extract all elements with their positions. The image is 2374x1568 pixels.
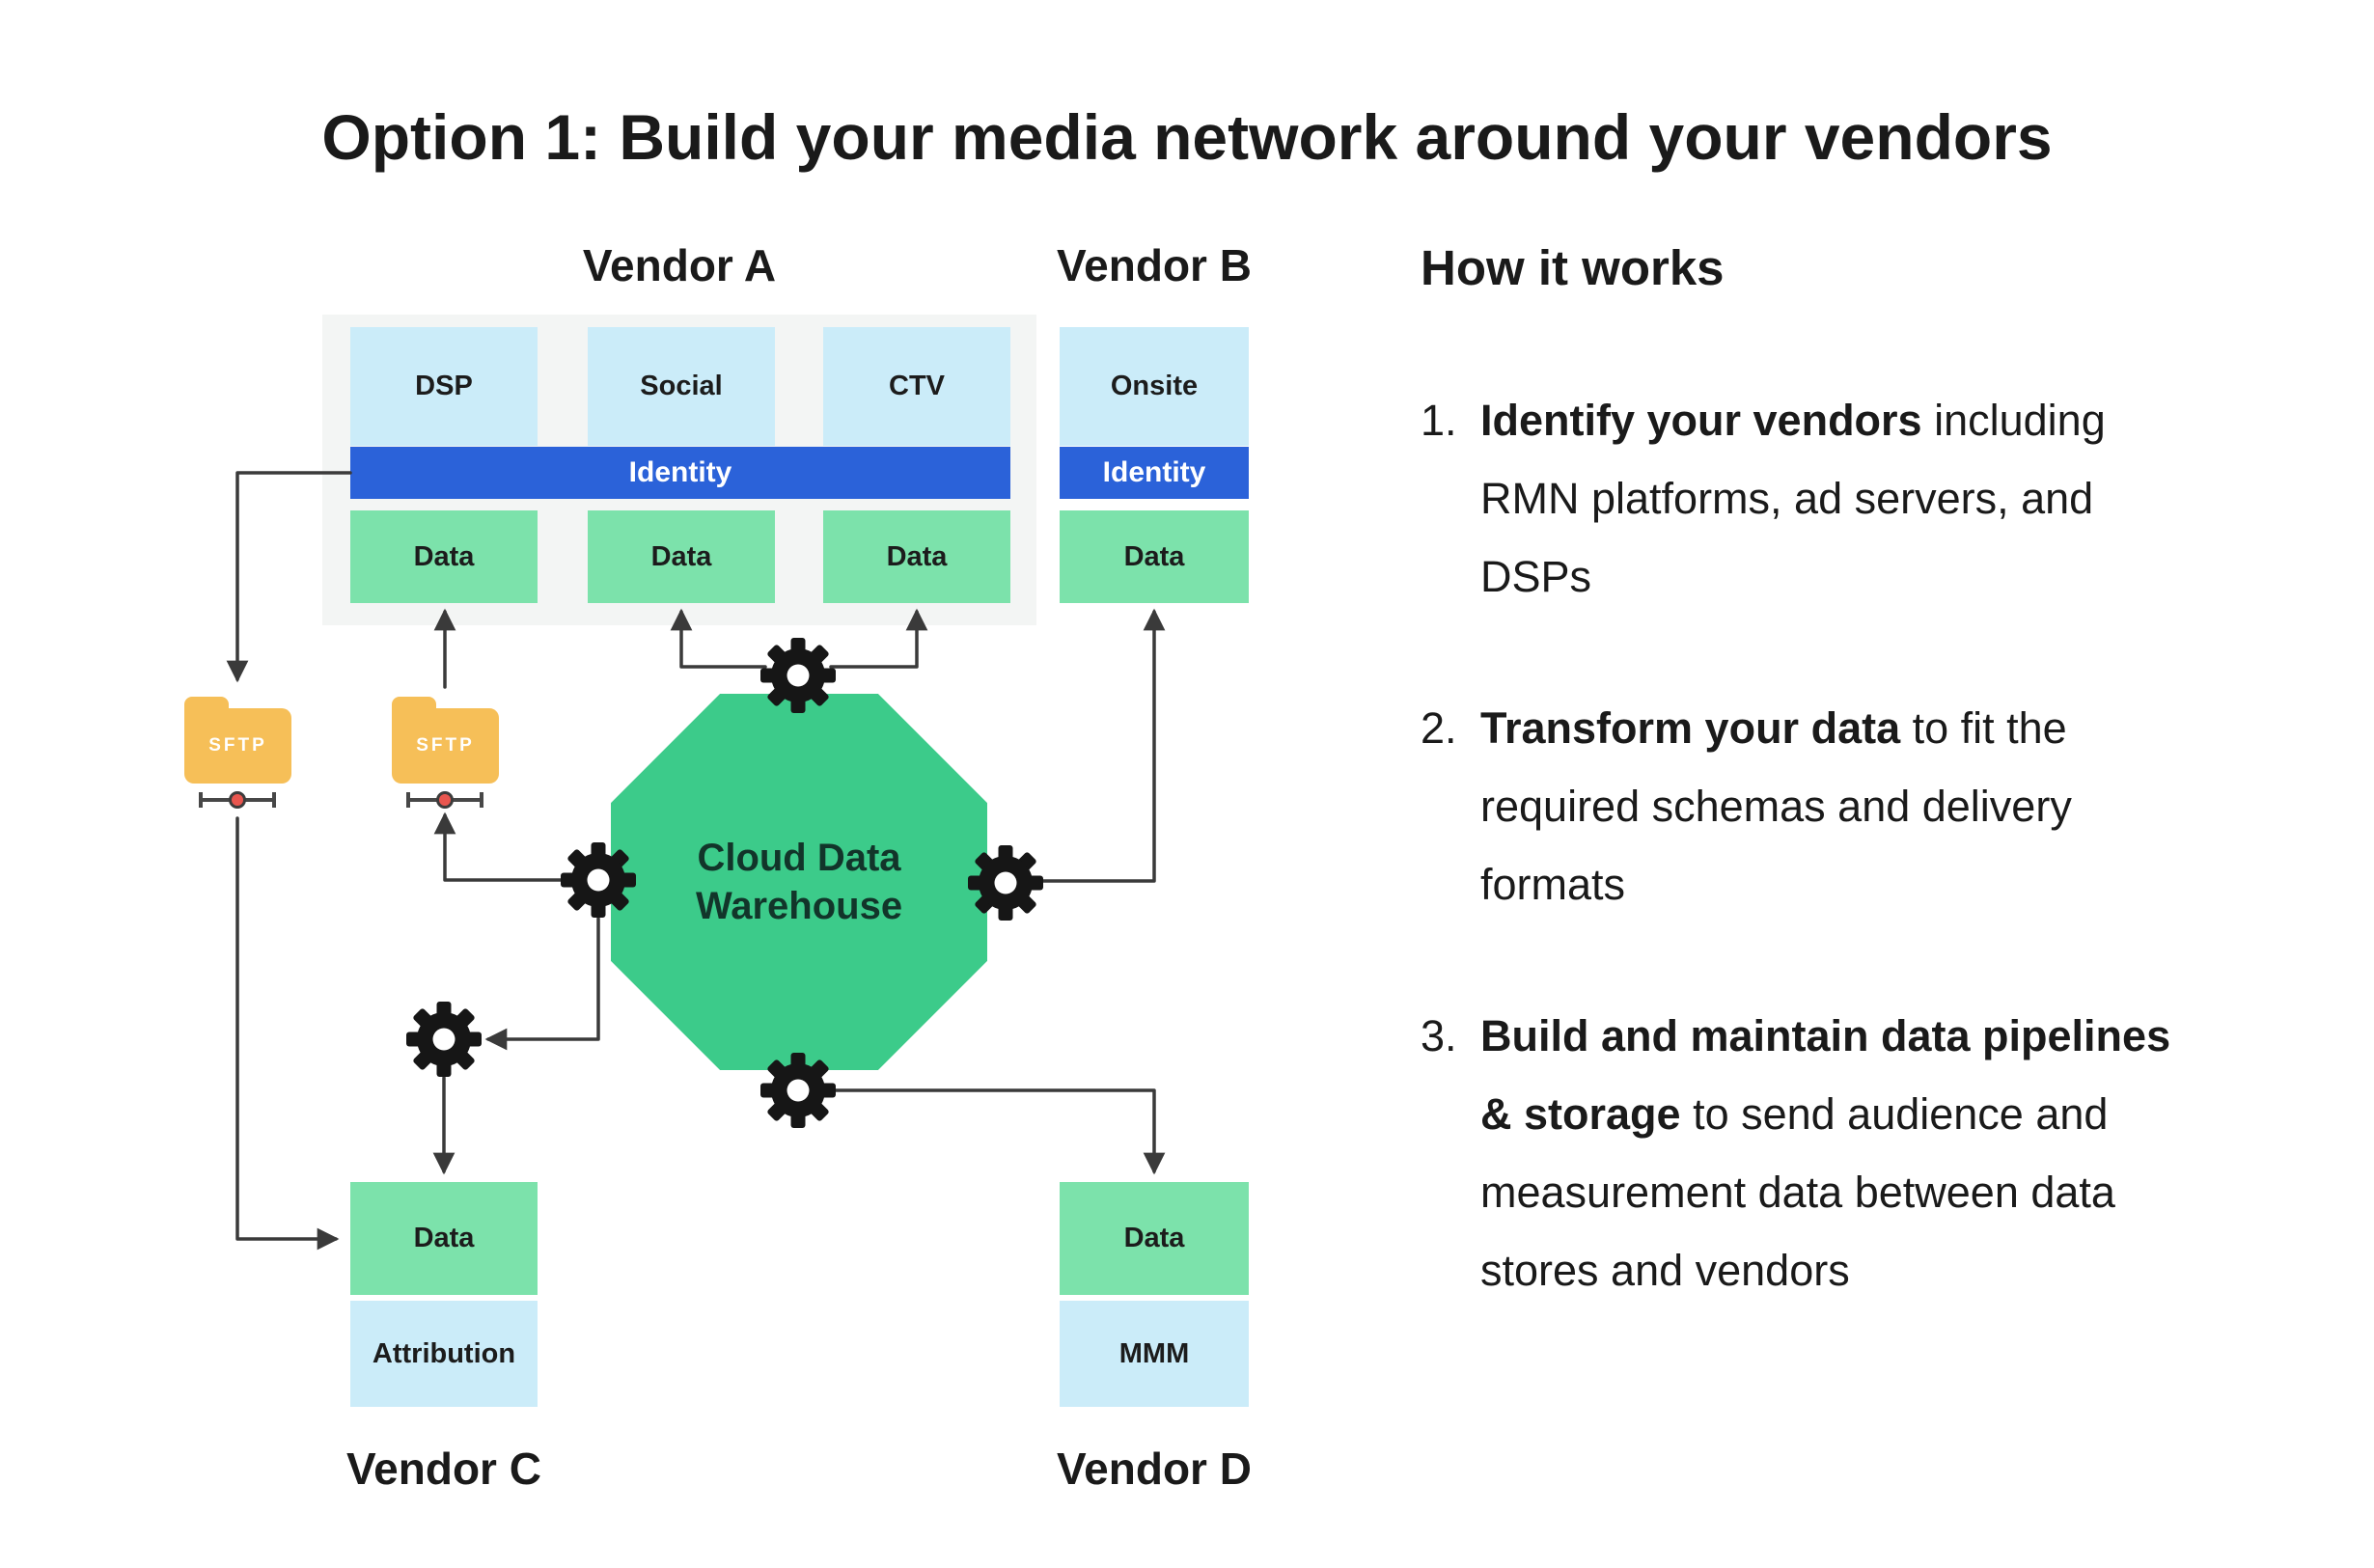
vendor-a-identity-bar: Identity	[350, 447, 1010, 499]
page-title: Option 1: Build your media network aroun…	[321, 101, 2053, 173]
vendor-a-social-box: Social	[588, 327, 775, 446]
step-number: 3.	[1421, 1011, 1457, 1060]
connector-arrow-warehouse-to-vendor-d	[832, 1088, 1166, 1175]
vendor-b-identity-bar: Identity	[1060, 447, 1249, 499]
node-dot	[436, 791, 454, 809]
sftp-folder-icon: SFTP	[184, 697, 291, 784]
node-dot	[229, 791, 246, 809]
how-it-works-step: 3. Build and maintain data pipelines & s…	[1421, 997, 2347, 1309]
vendor-d-data-box: Data	[1060, 1182, 1249, 1295]
how-it-works-step: 2. Transform your data to fit the requir…	[1421, 689, 2347, 923]
step-text: Build and maintain data pipelines & stor…	[1480, 1011, 2171, 1295]
vendor-c-attribution-box: Attribution	[350, 1301, 538, 1407]
sftp-folder-icon: SFTP	[392, 697, 499, 784]
step-text: Transform your data to fit the required …	[1480, 703, 2072, 909]
step-text: Identify your vendors including RMN plat…	[1480, 396, 2106, 601]
how-it-works-list: 1. Identify your vendors including RMN p…	[1421, 381, 2347, 1309]
how-it-works-heading: How it works	[1421, 240, 1725, 295]
connection-node-icon	[199, 789, 276, 811]
connector-arrow-sftp1-to-vendor-c	[235, 816, 340, 1251]
how-it-works-step: 1. Identify your vendors including RMN p…	[1421, 381, 2347, 616]
sftp-folder-label: SFTP	[184, 708, 291, 784]
step-number: 1.	[1421, 396, 1457, 445]
cloud-data-warehouse: Cloud Data Warehouse	[611, 694, 987, 1070]
vendor-a-ctv-data-box: Data	[823, 510, 1010, 603]
vendor-a-ctv-box: CTV	[823, 327, 1010, 446]
vendor-d-mmm-box: MMM	[1060, 1301, 1249, 1407]
connector-arrow-warehouse-to-vendor-b	[1038, 608, 1166, 883]
vendor-b-data-box: Data	[1060, 510, 1249, 603]
gear-icon	[406, 1002, 482, 1077]
step-number: 2.	[1421, 703, 1457, 753]
vendor-b-label: Vendor B	[1057, 240, 1252, 290]
vendor-a-social-data-box: Data	[588, 510, 775, 603]
vendor-a-label: Vendor A	[582, 240, 777, 290]
vendor-c-data-box: Data	[350, 1182, 538, 1295]
sftp-folder-label: SFTP	[392, 708, 499, 784]
connector-arrow-warehouse-to-sftp2	[433, 812, 565, 882]
connection-node-icon	[406, 789, 483, 811]
vendor-a-dsp-box: DSP	[350, 327, 538, 446]
vendor-b-onsite-box: Onsite	[1060, 327, 1249, 446]
vendor-a-dsp-data-box: Data	[350, 510, 538, 603]
how-it-works-panel: How it works 1. Identify your vendors in…	[1421, 239, 2347, 1383]
connector-arrow-warehouse-to-gear4	[484, 917, 600, 1051]
warehouse-label-line2: Warehouse	[695, 885, 903, 927]
vendor-c-label: Vendor C	[346, 1444, 541, 1494]
vendor-d-label: Vendor D	[1057, 1444, 1252, 1494]
warehouse-label-line1: Cloud Data	[697, 837, 901, 879]
